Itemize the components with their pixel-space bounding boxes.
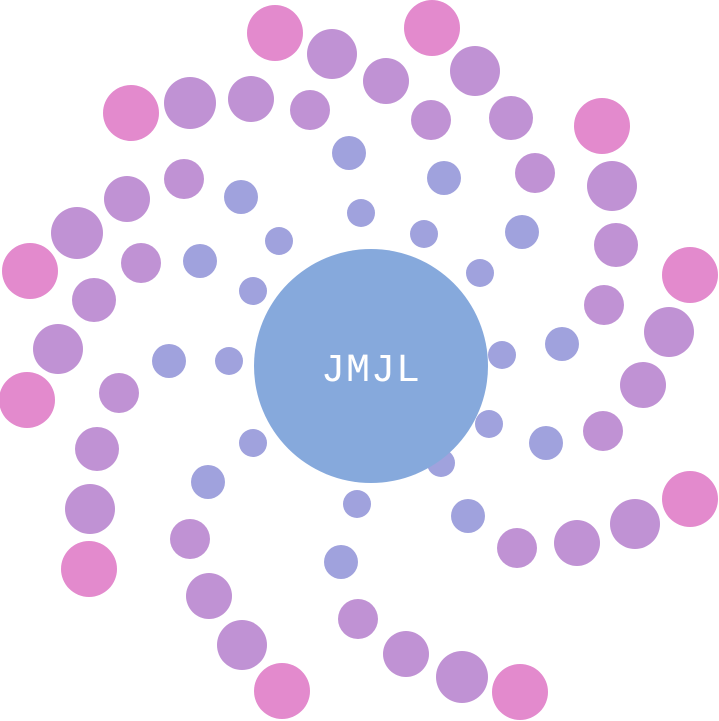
spiral-dot: [451, 499, 485, 533]
spiral-dot: [51, 207, 103, 259]
spiral-dot: [290, 90, 330, 130]
spiral-dot: [103, 85, 159, 141]
spiral-dot: [65, 484, 115, 534]
spiral-dot: [121, 243, 161, 283]
spiral-dot: [164, 159, 204, 199]
spiral-dot: [0, 372, 55, 428]
spiral-dot: [363, 58, 409, 104]
spiral-dot: [475, 410, 503, 438]
spiral-dot: [217, 620, 267, 670]
spiral-dot: [515, 153, 555, 193]
spiral-dot: [554, 520, 600, 566]
spiral-dot: [574, 98, 630, 154]
spiral-dot: [610, 499, 660, 549]
spiral-dot: [170, 519, 210, 559]
center-label: JMJL: [321, 349, 421, 394]
spiral-dot: [488, 341, 516, 369]
spiral-dot: [228, 76, 274, 122]
spiral-dot: [662, 247, 718, 303]
spiral-dot: [343, 490, 371, 518]
spiral-dot: [183, 244, 217, 278]
spiral-dot: [620, 362, 666, 408]
spiral-dot: [662, 471, 718, 527]
spiral-dot: [466, 259, 494, 287]
spiral-dot: [497, 528, 537, 568]
spiral-dot: [152, 344, 186, 378]
spiral-dot: [644, 307, 694, 357]
center-circle: [254, 249, 488, 483]
spiral-dot: [215, 347, 243, 375]
spiral-dot: [33, 324, 83, 374]
spiral-dot: [411, 100, 451, 140]
spiral-dot: [594, 223, 638, 267]
spiral-dot: [583, 411, 623, 451]
spiral-dot: [332, 136, 366, 170]
spiral-dot: [427, 161, 461, 195]
spiral-dot: [529, 426, 563, 460]
spiral-dot: [75, 427, 119, 471]
spiral-dot: [450, 46, 500, 96]
spiral-dot: [61, 541, 117, 597]
spiral-dot: [404, 0, 460, 56]
spiral-dot: [505, 215, 539, 249]
spiral-dot: [186, 573, 232, 619]
spiral-dot: [584, 285, 624, 325]
spiral-dot: [239, 429, 267, 457]
spiral-dot: [254, 663, 310, 719]
spiral-dot: [2, 243, 58, 299]
spiral-dot: [347, 199, 375, 227]
spiral-dot: [307, 29, 357, 79]
spiral-dot: [104, 176, 150, 222]
spiral-dot: [338, 599, 378, 639]
spiral-dot: [247, 5, 303, 61]
spiral-dot: [72, 278, 116, 322]
spiral-dot: [545, 327, 579, 361]
spiral-dot: [436, 651, 488, 703]
spiral-dot: [489, 96, 533, 140]
spiral-dot: [587, 161, 637, 211]
spiral-dot: [164, 77, 216, 129]
spiral-dot: [265, 227, 293, 255]
spiral-dot: [410, 220, 438, 248]
spiral-dot: [191, 465, 225, 499]
spiral-dot: [224, 180, 258, 214]
spiral-dot: [324, 545, 358, 579]
spiral-dot: [383, 631, 429, 677]
spiral-dot: [239, 277, 267, 305]
spiral-dot: [492, 664, 548, 720]
spiral-dot: [99, 373, 139, 413]
